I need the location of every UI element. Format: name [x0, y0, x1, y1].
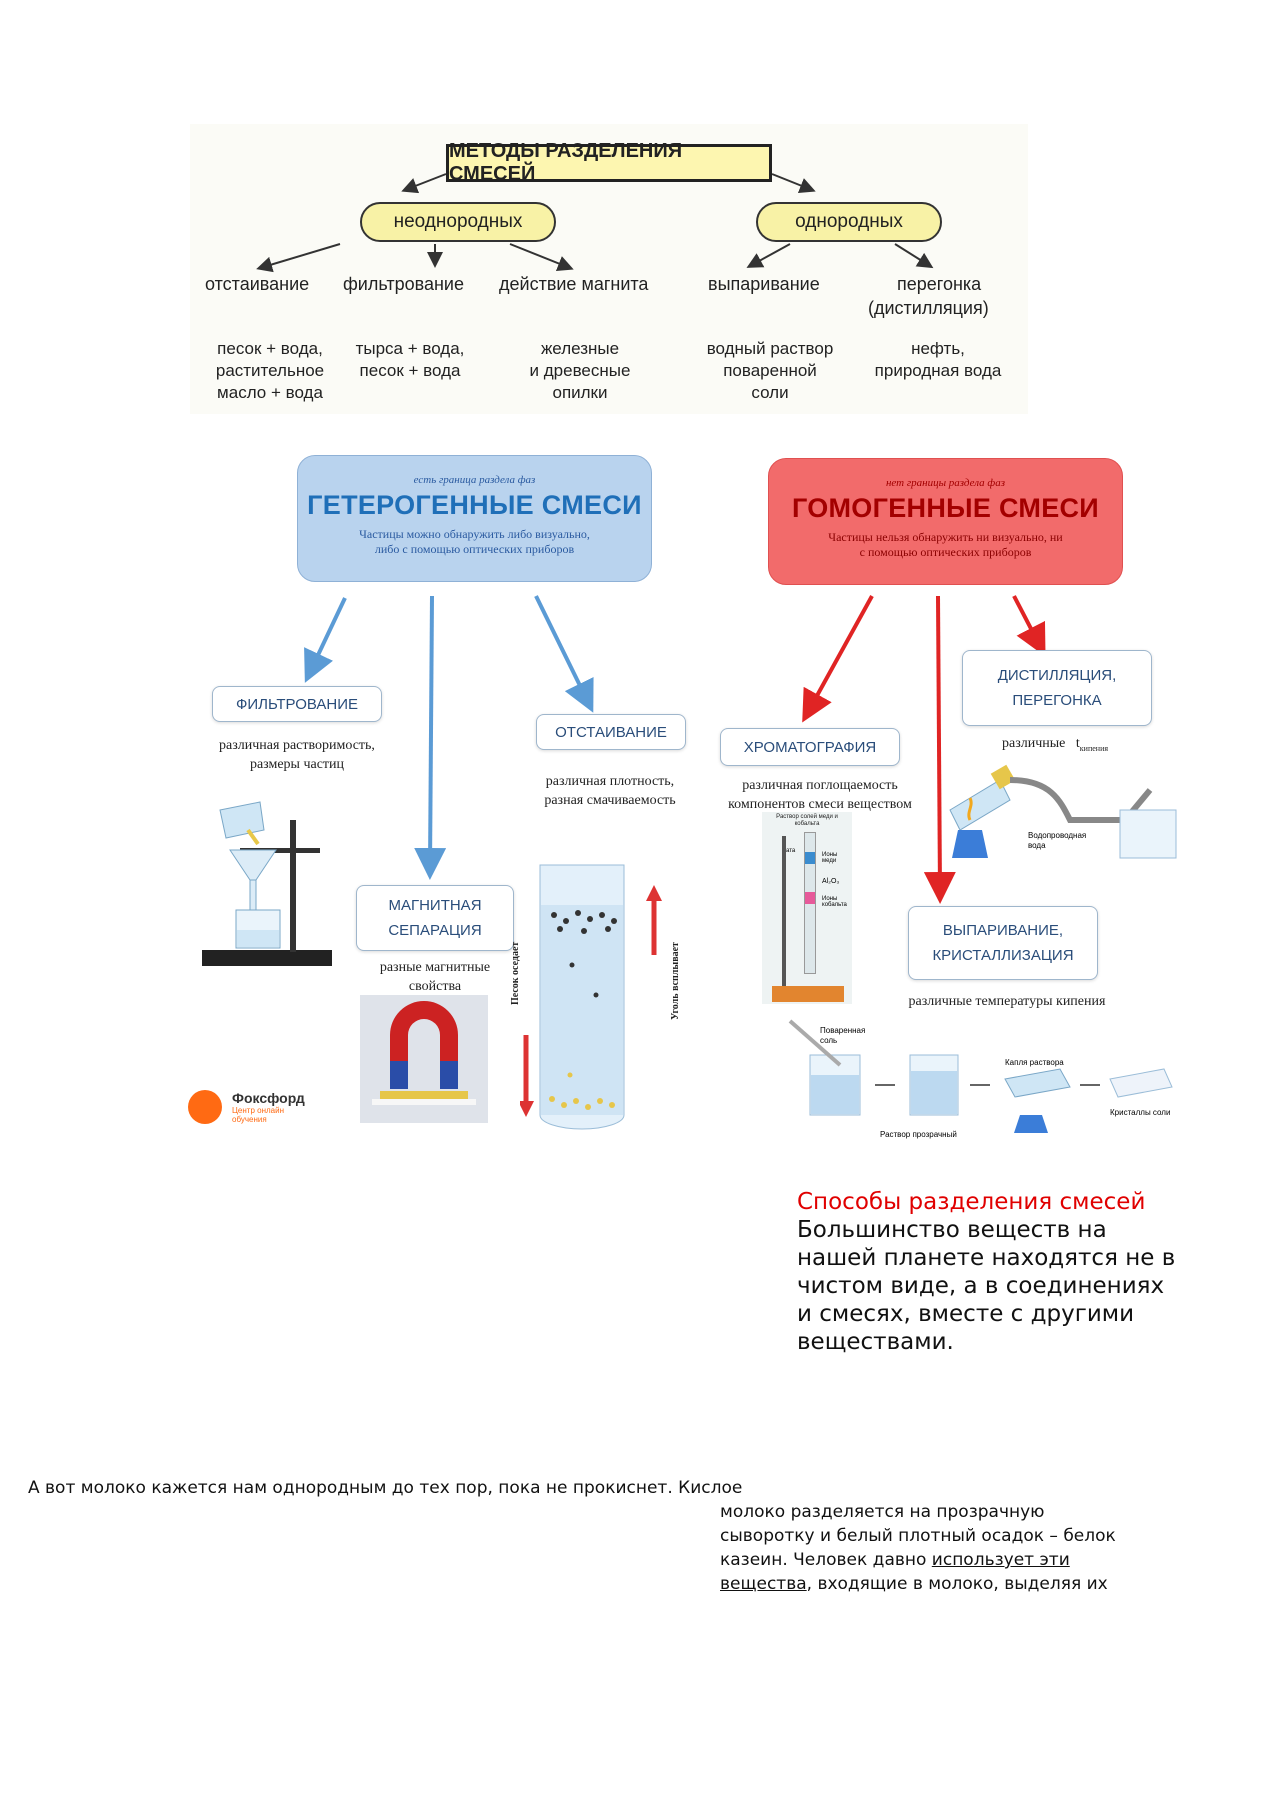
distillation-label-2: ПЕРЕГОНКА [1012, 692, 1102, 709]
chromatography-box: ХРОМАТОГРАФИЯ [720, 728, 900, 766]
logo-sub: Центр онлайн обучения [232, 1106, 284, 1124]
evaporation-illustration: Поваренная соль Капля раствора Раствор п… [788, 1019, 1173, 1139]
filtration-desc: различная растворимость, размеры частиц [219, 738, 375, 772]
scheme-title: МЕТОДЫ РАЗДЕЛЕНИЯ СМЕСЕЙ [446, 140, 772, 185]
magnetic-label-2: СЕПАРАЦИЯ [388, 922, 482, 939]
milk-link-part-2[interactable]: вещества [720, 1574, 807, 1594]
crystals-label: Кристаллы соли [1110, 1108, 1170, 1117]
evaporation-desc: различные температуры кипения [908, 994, 1106, 1009]
method-magnet: действие магнита [499, 274, 649, 294]
filtration-illustration [202, 801, 332, 966]
water-pipe-label-2: вода [1028, 841, 1046, 850]
section-heading: Способы разделения смесей [797, 1189, 1146, 1215]
homogeneous-box: нет границы раздела фаз ГОМОГЕННЫЕ СМЕСИ… [768, 458, 1123, 585]
solution-label: Раствор прозрачный [880, 1130, 957, 1139]
magnet-illustration [360, 995, 488, 1123]
homogeneous-title: ГОМОГЕННЫЕ СМЕСИ [791, 493, 1100, 523]
milk-line-4-text: казеин. Человек давно [720, 1550, 932, 1570]
homogeneous-desc: Частицы нельзя обнаружить ни визуально, … [828, 530, 1063, 559]
chrom-vata-label: Вата [782, 848, 796, 854]
settling-cylinder-illustration [520, 864, 662, 1130]
example-distillation: нефть, природная вода [874, 339, 1002, 380]
milk-line-5-text: , входящие в молоко, выделяя их [806, 1574, 1108, 1594]
salt-label-2: соль [820, 1036, 837, 1045]
evaporation-box: ВЫПАРИВАНИЕ, КРИСТАЛЛИЗАЦИЯ [908, 906, 1098, 980]
salt-label: Поваренная [820, 1026, 865, 1035]
chrom-cu-label: Ионы меди [822, 852, 838, 864]
logo-name: Фоксфорд [232, 1090, 305, 1106]
chromatography-desc: различная поглощаемость компонентов смес… [728, 778, 912, 812]
mixtures-arrows [304, 595, 1046, 904]
heterogeneous-title: ГЕТЕРОГЕННЫЕ СМЕСИ [307, 490, 642, 520]
magnetic-desc: разные магнитные свойства [379, 960, 491, 994]
heterogeneous-subtitle: есть граница раздела фаз [413, 474, 536, 486]
method-filtering: фильтрование [343, 274, 464, 294]
milk-line-5: вещества, входящие в молоко, выделяя их [720, 1574, 1108, 1594]
evaporation-label-2: КРИСТАЛЛИЗАЦИЯ [932, 947, 1074, 964]
method-settling: отстаивание [205, 274, 310, 294]
homogeneous-label: однородных [756, 202, 942, 242]
distillation-desc: различные tкипения [1002, 734, 1162, 758]
magnetic-box: МАГНИТНАЯ СЕПАРАЦИЯ [356, 885, 514, 951]
mixtures-scheme: есть граница раздела фаз ГЕТЕРОГЕННЫЕ СМ… [180, 450, 1180, 1150]
sand-label: Песок оседает [510, 941, 521, 1005]
chrom-co-label: Ионы кобальта [822, 896, 847, 908]
coal-label: Уголь всплывает [670, 942, 681, 1020]
example-settling: песок + вода, растительное масло + вода [215, 339, 325, 402]
milk-line-4: казеин. Человек давно использует эти [720, 1550, 1070, 1570]
filtration-label: ФИЛЬТРОВАНИЕ [235, 695, 358, 713]
intro-paragraph: Большинство веществ на нашей планете нах… [797, 1217, 1176, 1355]
settling-box: ОТСТАИВАНИЕ [536, 714, 686, 750]
example-filtering: тырса + вода, песок + вода [355, 339, 465, 380]
method-distillation: перегонка [897, 274, 982, 294]
foxford-logo: Фоксфорд Центр онлайн обучения [188, 1090, 305, 1124]
distillation-box: ДИСТИЛЛЯЦИЯ, ПЕРЕГОНКА [962, 650, 1152, 726]
magnetic-label-1: МАГНИТНАЯ [388, 897, 482, 914]
settling-desc: различная плотность, разная смачиваемост… [544, 774, 676, 808]
heterogeneous-desc: Частицы можно обнаружить либо визуально,… [359, 527, 590, 556]
milk-line-2: молоко разделяется на прозрачную [720, 1502, 1045, 1522]
drop-label: Капля раствора [1005, 1058, 1064, 1067]
chromatography-label: ХРОМАТОГРАФИЯ [743, 738, 877, 756]
filtration-box: ФИЛЬТРОВАНИЕ [212, 686, 382, 722]
distillation-sub: кипения [1079, 743, 1109, 753]
heterogeneous-box: есть граница раздела фаз ГЕТЕРОГЕННЫЕ СМ… [297, 455, 652, 582]
heterogeneous-label: неоднородных [360, 202, 556, 242]
milk-line-1: А вот молоко кажется нам однородным до т… [28, 1478, 743, 1498]
method-distillation-alt: (дистилляция) [868, 298, 989, 318]
settling-label: ОТСТАИВАНИЕ [555, 723, 667, 741]
separation-methods-scheme: МЕТОДЫ РАЗДЕЛЕНИЯ СМЕСЕЙ неоднородных од… [190, 124, 1028, 414]
example-magnet: железные и древесные опилки [529, 339, 631, 402]
chrom-top-label: Раствор солей меди и кобальта [776, 814, 838, 827]
distillation-label-1: ДИСТИЛЛЯЦИЯ, [997, 667, 1117, 684]
fox-icon [188, 1090, 222, 1124]
evaporation-label-1: ВЫПАРИВАНИЕ, [942, 922, 1064, 939]
water-pipe-label: Водопроводная [1028, 831, 1086, 840]
distillation-illustration: Водопроводная вода [949, 764, 1177, 859]
example-evaporation: водный раствор поваренной соли [706, 339, 834, 402]
distillation-t: t [1075, 736, 1080, 751]
chromatography-illustration: Раствор солей меди и кобальта Вата Ионы … [762, 812, 852, 1004]
milk-link-part-1[interactable]: использует эти [931, 1550, 1070, 1570]
method-evaporation: выпаривание [708, 274, 820, 294]
distillation-desc-text: различные [1002, 736, 1066, 751]
homogeneous-subtitle: нет границы раздела фаз [885, 477, 1006, 489]
chrom-al-label: Al₂O₃ [822, 878, 840, 885]
scheme-arrows [256, 173, 934, 273]
milk-line-3: сыворотку и белый плотный осадок – белок [720, 1526, 1116, 1546]
